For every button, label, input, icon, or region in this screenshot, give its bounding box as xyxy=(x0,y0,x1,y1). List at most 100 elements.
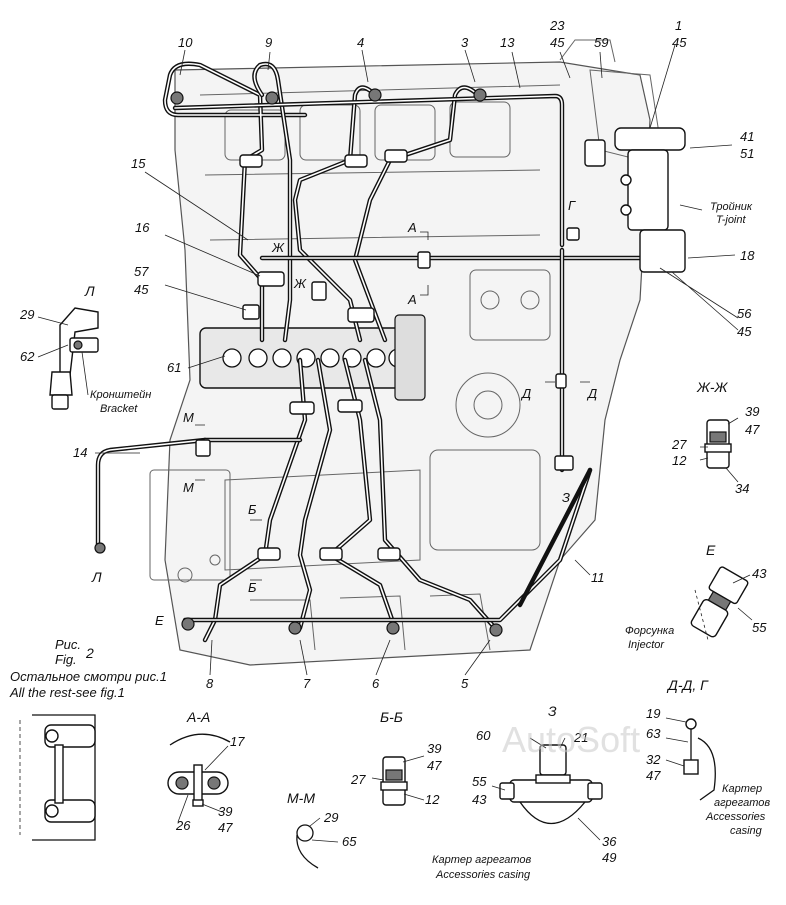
callout-3: 3 xyxy=(461,35,469,50)
note-en: All the rest-see fig.1 xyxy=(9,685,125,700)
section-b-1: Б xyxy=(248,502,257,517)
section-m-1: М xyxy=(183,410,194,425)
z-casing-en: Accessories casing xyxy=(435,869,531,881)
zhzh-47: 47 xyxy=(745,422,760,437)
callout-41: 41 xyxy=(740,129,754,144)
callout-29: 29 xyxy=(19,307,34,322)
callout-61: 61 xyxy=(167,360,181,375)
mm-29: 29 xyxy=(323,810,338,825)
callout-14: 14 xyxy=(73,445,87,460)
section-g: Г xyxy=(568,198,576,213)
callout-9: 9 xyxy=(265,35,272,50)
callout-15: 15 xyxy=(131,156,146,171)
zhzh-title: Ж-Ж xyxy=(696,379,729,395)
z-21: 21 xyxy=(573,730,588,745)
aa-17: 17 xyxy=(230,734,245,749)
pipe-clamps xyxy=(94,88,686,637)
section-l-bottom: Л xyxy=(91,569,102,585)
callout-45-a: 45 xyxy=(550,35,565,50)
zhzh-27: 27 xyxy=(671,437,687,452)
detail-b-b: Б-Б 39 47 27 12 xyxy=(350,709,442,807)
zhzh-34: 34 xyxy=(735,481,749,496)
callout-56: 56 xyxy=(737,306,752,321)
z-36: 36 xyxy=(602,834,617,849)
section-e: Е xyxy=(155,613,164,628)
dg-title: Д-Д, Г xyxy=(666,677,709,693)
caption-number: 2 xyxy=(85,645,94,661)
section-l-top: Л xyxy=(84,283,95,299)
aa-39: 39 xyxy=(218,804,232,819)
callout-6: 6 xyxy=(372,676,380,691)
dg-47: 47 xyxy=(646,768,661,783)
callout-23: 23 xyxy=(549,18,565,33)
injector-label-en: Injector xyxy=(628,639,665,651)
section-a-1: А xyxy=(407,220,417,235)
detail-bracket-elevation xyxy=(19,714,96,841)
callout-57: 57 xyxy=(134,264,149,279)
detail-a-a: А-А 17 39 47 26 xyxy=(167,709,245,835)
callout-5: 5 xyxy=(461,676,469,691)
section-letters: Л Л Ж Ж А А Г Д Д М М Б Б З Е xyxy=(84,198,597,628)
section-a-2: А xyxy=(407,292,417,307)
detail-m-m: М-М 29 65 xyxy=(287,790,357,869)
callout-59: 59 xyxy=(594,35,608,50)
part-callouts: 10 9 4 3 13 23 45 59 1 45 41 51 15 16 57… xyxy=(19,18,755,691)
watermark: AutoSoft xyxy=(502,719,640,760)
callout-1: 1 xyxy=(675,18,682,33)
bracket-label-ru: Кронштейн xyxy=(90,389,151,401)
e-title: Е xyxy=(706,542,716,558)
callout-16: 16 xyxy=(135,220,150,235)
dg-casing-en-1: Accessories xyxy=(705,811,766,823)
dg-19: 19 xyxy=(646,706,660,721)
figure-caption: Рис. Fig. 2 Остальное смотри рис.1 All t… xyxy=(9,637,167,700)
z-60: 60 xyxy=(476,728,491,743)
dg-casing-ru-1: Картер xyxy=(722,783,762,795)
callout-7: 7 xyxy=(303,676,311,691)
zhzh-12: 12 xyxy=(672,453,687,468)
aa-47: 47 xyxy=(218,820,233,835)
callout-8: 8 xyxy=(206,676,214,691)
detail-z: З 60 21 55 43 36 49 Картер агрегатов Acc… xyxy=(432,703,617,881)
aa-26: 26 xyxy=(175,818,191,833)
dg-63: 63 xyxy=(646,726,661,741)
bb-title: Б-Б xyxy=(380,709,403,725)
injection-pump xyxy=(199,314,426,401)
caption-ru: Рис. xyxy=(55,637,81,652)
bb-39: 39 xyxy=(427,741,441,756)
tee-label-en: T-joint xyxy=(716,214,746,226)
injector-label-ru: Форсунка xyxy=(625,625,674,637)
z-49: 49 xyxy=(602,850,616,865)
callout-45-b: 45 xyxy=(672,35,687,50)
callout-4: 4 xyxy=(357,35,364,50)
component-labels: Тройник T-joint Кронштейн Bracket xyxy=(90,201,753,415)
dg-casing-en-2: casing xyxy=(730,825,763,837)
callout-62: 62 xyxy=(20,349,35,364)
note-ru: Остальное смотри рис.1 xyxy=(10,669,167,684)
z-43: 43 xyxy=(472,792,487,807)
section-arrows xyxy=(195,231,590,581)
section-b-2: Б xyxy=(248,580,257,595)
z-title: З xyxy=(548,703,557,719)
drain-lines xyxy=(95,93,658,623)
mm-65: 65 xyxy=(342,834,357,849)
caption-en: Fig. xyxy=(55,652,77,667)
detail-d-d-g: Д-Д, Г 19 63 32 47 Картер агрегатов Acce… xyxy=(646,677,770,837)
detail-e-injector: Е 43 55 Форсунка Injector xyxy=(625,542,767,651)
section-zh-2: Ж xyxy=(293,276,307,291)
callout-11: 11 xyxy=(591,570,605,585)
callout-45-c: 45 xyxy=(134,282,149,297)
leader-lines xyxy=(95,44,739,676)
section-m-2: М xyxy=(183,480,194,495)
e-55: 55 xyxy=(752,620,767,635)
callout-18: 18 xyxy=(740,248,755,263)
bb-12: 12 xyxy=(425,792,440,807)
detail-zh-zh: Ж-Ж 39 47 27 12 34 xyxy=(671,379,760,496)
e-43: 43 xyxy=(752,566,767,581)
section-zh-1: Ж xyxy=(271,240,285,255)
detail-l-bracket xyxy=(37,307,99,410)
bb-27: 27 xyxy=(350,772,366,787)
bracket-label-en: Bracket xyxy=(100,403,138,415)
z-55: 55 xyxy=(472,774,487,789)
